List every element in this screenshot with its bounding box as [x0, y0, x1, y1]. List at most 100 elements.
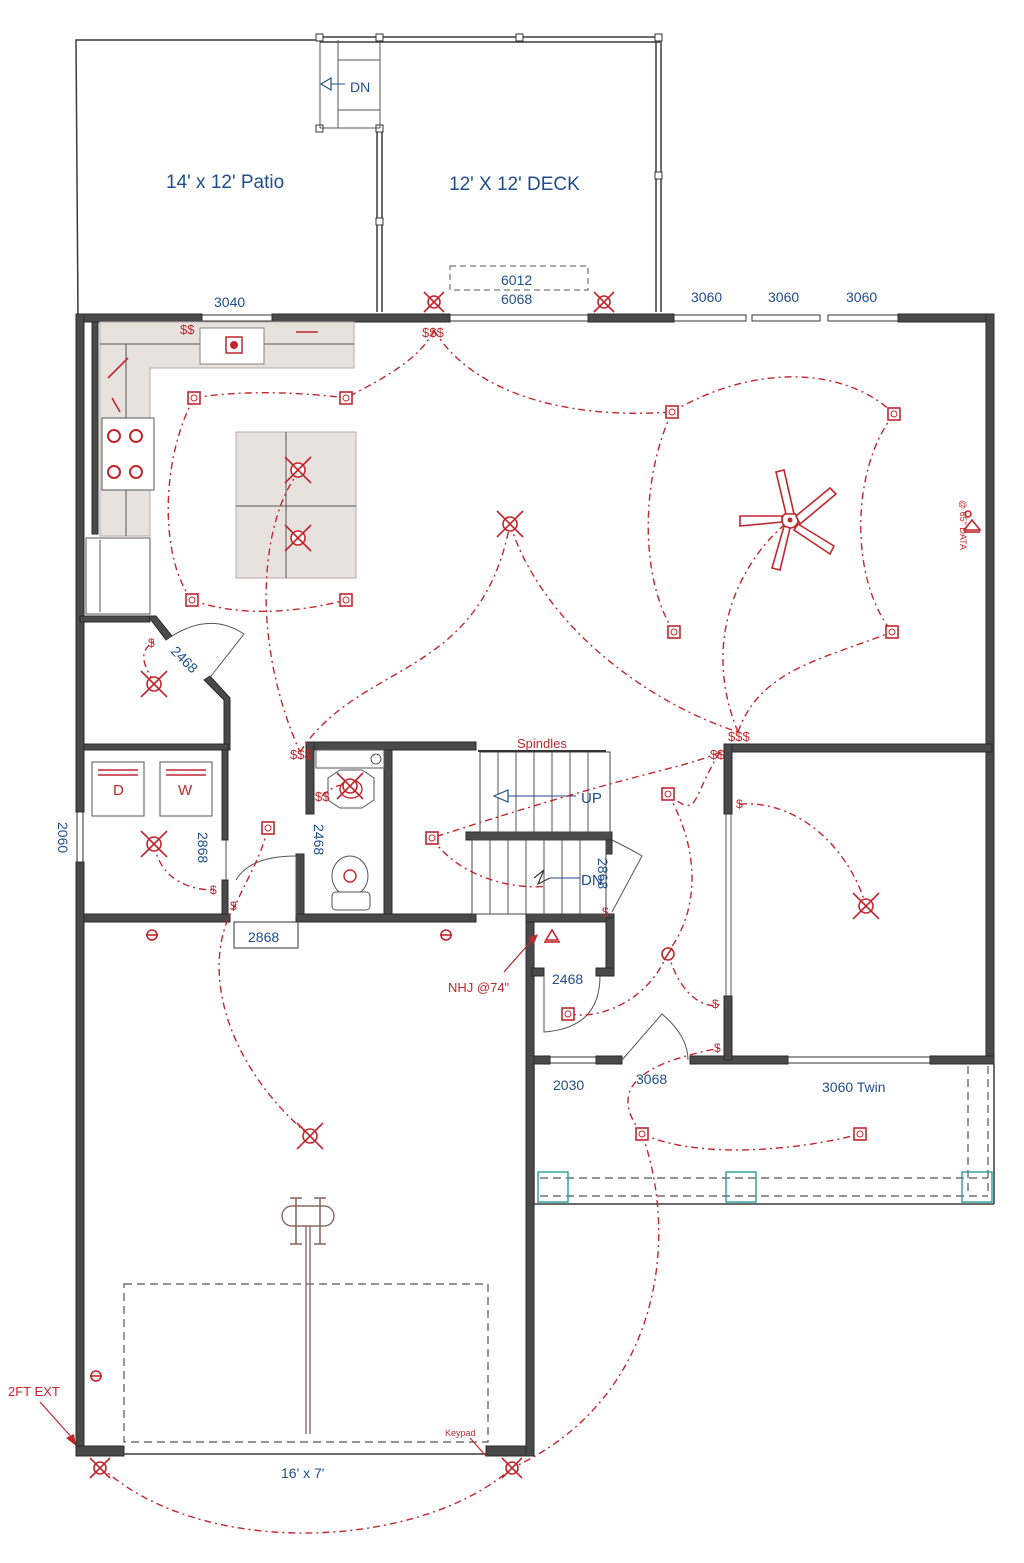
switch-single: $: [602, 905, 609, 919]
ceiling-light-icon: [336, 772, 364, 800]
door-3068-label: 3068: [636, 1071, 667, 1087]
ceiling-light-icon: [140, 830, 168, 858]
switch-single: $: [230, 899, 237, 913]
door-swings: [165, 622, 689, 1061]
exterior-light-icon: [423, 291, 445, 313]
ceiling-light-icon: [284, 524, 312, 552]
dryer: [91, 761, 145, 817]
switch-single: $: [736, 797, 743, 811]
deck: [315, 33, 663, 312]
garage-door-label: 16' x 7': [281, 1465, 324, 1481]
stair-up-arrow-icon: [492, 789, 509, 803]
switch-double: $$: [315, 789, 330, 804]
refrigerator-icon: [85, 537, 151, 615]
ceiling-light-icon: [284, 456, 312, 484]
outlet-icon: [90, 1370, 102, 1382]
recessed-light-icon: [635, 1127, 649, 1141]
switch-triple: $$$: [728, 729, 750, 744]
deck-label: 12' X 12' DECK: [449, 174, 580, 195]
window-3060-label: 3060: [846, 289, 877, 305]
ceiling-light-icon: [852, 892, 880, 920]
transom-6012-label: 6012: [501, 272, 532, 288]
porch-post: [961, 1171, 993, 1203]
window-3060-label: 3060: [768, 289, 799, 305]
washer: [159, 761, 213, 817]
door-2468-pantry-label: 2468: [168, 643, 201, 676]
porch: [533, 1064, 995, 1205]
door-2868-hall-label: 2868: [248, 929, 279, 945]
switches: $$$ $$ $$$ $$ $$$ $$ $ $ $ $ $ $ $: [148, 322, 750, 1055]
switch-single: $: [712, 997, 719, 1011]
door-2468-closet-label: 2468: [552, 971, 583, 987]
recessed-light-icon: [561, 1007, 575, 1021]
window-3060-twin-label: 3060 Twin: [822, 1079, 886, 1095]
recessed-light-icon: [185, 593, 199, 607]
window-2030-label: 2030: [553, 1077, 584, 1093]
recessed-light-icon: [665, 405, 679, 419]
switch-single: $: [210, 883, 217, 897]
switch-triple: $$$: [290, 747, 312, 762]
exterior-light-icon: [89, 1457, 111, 1479]
switch-single: $: [714, 1041, 721, 1055]
phone-jack-icon: [544, 928, 560, 943]
ceiling-light-icon: [496, 510, 524, 538]
recessed-light-icon: [661, 787, 675, 801]
recessed-light-icon: [261, 821, 275, 835]
outlet-icon: [440, 929, 452, 941]
recessed-light-icon: [887, 407, 901, 421]
stairs-down-label: DN: [581, 872, 603, 889]
garage: [123, 1197, 489, 1443]
recessed-light-icon: [425, 831, 439, 845]
electrical-fixtures: [39, 291, 982, 1479]
window-3060-label: 3060: [691, 289, 722, 305]
porch-post: [537, 1171, 569, 1203]
stair-arrow-icon: [319, 76, 332, 92]
interior-walls: [79, 615, 993, 1061]
patio-label: 14' x 12' Patio: [166, 172, 284, 193]
exterior-light-icon: [593, 291, 615, 313]
ceiling-light-icon: [140, 670, 168, 698]
switch-single: $: [148, 636, 155, 650]
deck-stairs-label: DN: [350, 79, 370, 95]
ceiling-light-icon: [296, 1122, 324, 1150]
window-2060-label: 2060: [55, 822, 71, 853]
smoke-detector-icon: [661, 947, 675, 961]
kitchen-cabinets: [85, 321, 357, 615]
window-3040-label: 3040: [214, 294, 245, 310]
washer-label: W: [178, 782, 193, 799]
stairs-up-label: UP: [581, 790, 602, 807]
nhj-note: NHJ @74": [448, 980, 510, 995]
switch-double: $$: [710, 747, 725, 762]
recessed-light-icon: [187, 391, 201, 405]
door-2868-stair-label: 2868: [595, 858, 611, 889]
data-jack-note: @ 65" DATA: [958, 500, 968, 550]
range-icon: [101, 417, 155, 491]
door-2468-bath-label: 2468: [311, 824, 327, 855]
kitchen-island: [235, 431, 357, 579]
keypad-note: Keypad: [445, 1428, 476, 1438]
exterior-walls: [75, 313, 995, 1457]
ceiling-fan-icon: [739, 469, 838, 571]
staircase: [471, 750, 611, 915]
deck-stairs: [319, 40, 381, 129]
opening-labels: 3040 6012 6068 3060 3060 3060 2060 2468 …: [55, 265, 886, 1481]
recessed-light-icon: [339, 593, 353, 607]
recessed-light-icon: [885, 625, 899, 639]
electrical-wiring: [99, 329, 895, 1534]
dryer-label: D: [113, 782, 124, 799]
door-6068-label: 6068: [501, 291, 532, 307]
spindles-label: Spindles: [517, 736, 567, 751]
switch-double: $$: [180, 322, 195, 337]
door-2868-laundry-label: 2868: [195, 832, 211, 863]
porch-post: [725, 1171, 757, 1203]
garage-door-opener-icon: [281, 1197, 335, 1245]
data-jack-icon: [962, 510, 982, 533]
switch-triple: $$$: [422, 325, 444, 340]
recessed-light-icon: [339, 391, 353, 405]
exterior-light-icon: [501, 1457, 523, 1479]
recessed-light-icon: [667, 625, 681, 639]
outlet-icon: [146, 929, 158, 941]
recessed-light-icon: [853, 1127, 867, 1141]
patio: [75, 39, 320, 317]
